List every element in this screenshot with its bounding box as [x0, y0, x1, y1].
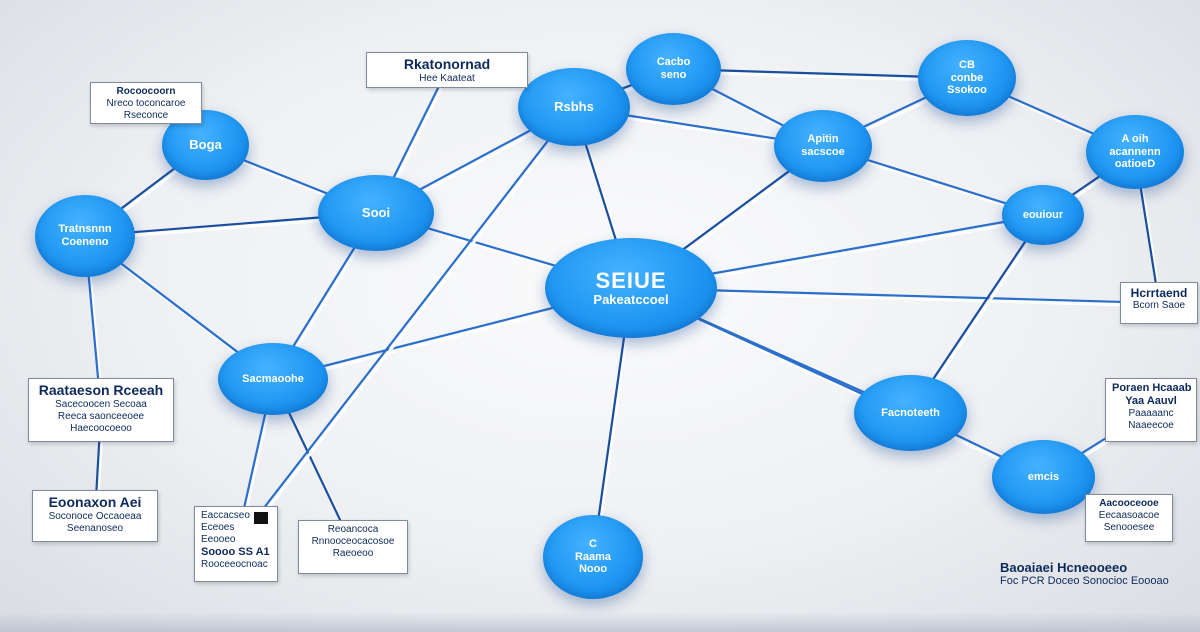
connector-highlight: [631, 289, 1163, 308]
node-sooi[interactable]: Sooi: [318, 175, 434, 251]
node-label: acannenn: [1109, 145, 1161, 158]
node-label: Rsbhs: [554, 98, 594, 114]
node-label: Ssokoo: [947, 84, 987, 97]
node-label: emcis: [1027, 470, 1060, 483]
label-box-right-lower: Poraen Hcaaab Yaa Aauvl Paaaaanc Naaeeco…: [1105, 378, 1197, 442]
label-box-left-mid: Raataeson Rceeah Sacecoocen Secoaa Reeca…: [28, 378, 174, 442]
node-label: Sooi: [361, 204, 391, 220]
node-label: oatioeD: [1114, 158, 1156, 171]
node-label: Raama: [574, 550, 612, 563]
node-label: Coeneno: [61, 236, 109, 248]
label-box-top-left: Rocoocoorn Nreco toconcaroe Rseconce: [90, 82, 202, 124]
center-node-subtitle: Pakeatccoel: [593, 292, 669, 308]
node-apitin[interactable]: Apitin sacscoe: [774, 110, 872, 182]
node-facnoteeth[interactable]: Facnoteeth: [854, 375, 967, 451]
floor-shadow: [0, 612, 1200, 632]
node-label: Boga: [189, 136, 222, 152]
node-label: A oih: [1121, 133, 1149, 146]
label-box-right-mid: Hcrrtaend Bcorn Saoe: [1120, 282, 1198, 324]
node-emcis[interactable]: emcis: [992, 440, 1095, 514]
node-label: conbe: [950, 71, 984, 84]
node-label: Apitin: [807, 133, 839, 146]
center-node[interactable]: SEIUE Pakeatccoel: [545, 238, 717, 338]
node-label: Tratnsnnn: [58, 223, 112, 236]
footer-caption: Baoaiaei Hcneooeeo Foc PCR Doceo Sonocio…: [1000, 560, 1196, 587]
label-box-top-center: Rkatonornad Hee Kaateat: [366, 52, 528, 88]
node-tratnsnnn[interactable]: Tratnsnnn Coeneno: [35, 195, 135, 277]
node-label: Nooo: [578, 563, 608, 576]
label-box-bottom-left-b: Reoancoca Rnnooceocacosoe Raeoeoo: [298, 520, 408, 574]
node-label: C: [589, 538, 597, 551]
node-label: eouiour: [1022, 208, 1064, 221]
node-eouiour[interactable]: eouiour: [1002, 185, 1084, 245]
node-cacbo[interactable]: Cacbo seno: [626, 33, 721, 105]
label-box-left-lower: Eoonaxon Aei Soconoce Occaoeaa Seenanose…: [32, 490, 158, 542]
connector-highlight: [236, 108, 578, 549]
node-aoih[interactable]: A oih acannenn oatioeD: [1086, 115, 1184, 189]
node-rsbhs[interactable]: Rsbhs: [518, 68, 630, 146]
node-label: Sacmaoohe: [242, 372, 304, 385]
connector-line: [629, 286, 1161, 305]
node-label: sacscoe: [801, 146, 845, 158]
node-sacmaoohe[interactable]: Sacmaoohe: [218, 343, 328, 415]
node-label: seno: [660, 69, 687, 81]
node-c-bottom[interactable]: C Raama Nooo: [543, 515, 643, 599]
node-label: Facnoteeth: [881, 406, 940, 419]
node-cb[interactable]: CB conbe Ssokoo: [918, 40, 1016, 116]
node-label: CB: [959, 59, 975, 72]
center-node-title: SEIUE: [595, 267, 667, 293]
label-box-right-bottom: Aacooceooe Eecaasoacoe Senooesee: [1085, 494, 1173, 542]
footer-caption-line2: Foc PCR Doceo Sonocioc Eoooao: [1000, 575, 1169, 587]
footer-caption-line1: Baoaiaei Hcneooeeo: [1000, 560, 1128, 575]
node-label: Cacbo: [656, 56, 691, 69]
black-tag-marker: [254, 512, 268, 524]
connector-line: [234, 105, 576, 546]
